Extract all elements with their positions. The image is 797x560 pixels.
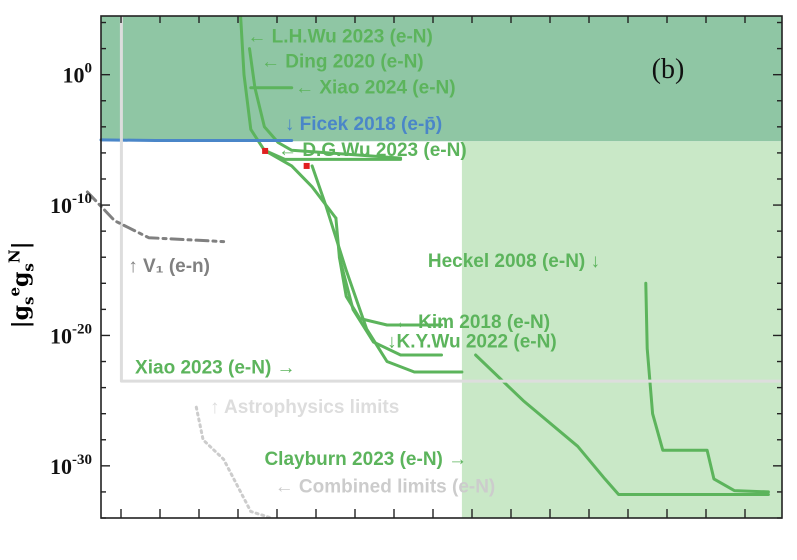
series-line-12 [194, 405, 273, 518]
annotation-label-1: ← Ding 2020 (e-N) [261, 51, 424, 72]
annotation-label-8: ↓K.Y.Wu 2022 (e-N) [387, 332, 557, 353]
series-lines [85, 16, 782, 518]
series-line-3 [99, 138, 294, 142]
y-tick-label: 10-30 [50, 452, 92, 479]
y-axis-label: |gsegsN| [5, 210, 37, 360]
series-line-8 [644, 281, 770, 494]
shaded-regions [101, 16, 782, 518]
annotation-label-12: ← Combined limits (e-N) [275, 476, 496, 497]
red-marker-0 [262, 147, 269, 154]
series-line-7 [310, 164, 464, 374]
annotation-label-3: ↓ Ficek 2018 (e-p̄) [285, 114, 442, 135]
annotation-label-2: ← Xiao 2024 (e-N) [295, 77, 456, 98]
panel-label: (b) [652, 54, 685, 85]
series-line-11 [85, 190, 226, 244]
y-tick-label: 10-10 [50, 191, 92, 218]
series-line-9 [474, 353, 770, 496]
red-marker-1 [303, 162, 310, 169]
annotation-label-4: ← D.G.Wu 2023 (e-N) [278, 140, 467, 161]
annotations: ← L.H.Wu 2023 (e-N) ← Ding 2020 (e-N) ← Xi… [128, 27, 600, 498]
y-tick-label: 10-20 [50, 321, 92, 348]
annotation-label-0: ← L.H.Wu 2023 (e-N) [247, 27, 432, 48]
y-tick-label: 100 [63, 61, 93, 88]
y-axis: 100 10-10 10-20 10-30 [50, 61, 92, 479]
region-lower [461, 141, 782, 518]
annotation-label-5: ↑ V₁ (e-n) [128, 256, 210, 277]
series-line-10 [119, 16, 782, 383]
plot-frame [100, 15, 783, 519]
axes-box [100, 15, 783, 519]
annotation-label-6: Heckel 2008 (e-N) ↓ [428, 251, 600, 272]
annotation-label-10: ↑ Astrophysics limits [210, 397, 399, 418]
annotation-label-11: Clayburn 2023 (e-N) → [264, 449, 467, 470]
annotation-label-9: Xiao 2023 (e-N) → [135, 358, 295, 379]
series-line-1 [248, 47, 403, 160]
region-upper [101, 16, 782, 142]
annotation-label-7: ← Kim 2018 (e-N) [394, 312, 550, 333]
markers [262, 147, 310, 169]
y-axis-label-text: |gsegsN| [5, 241, 37, 329]
